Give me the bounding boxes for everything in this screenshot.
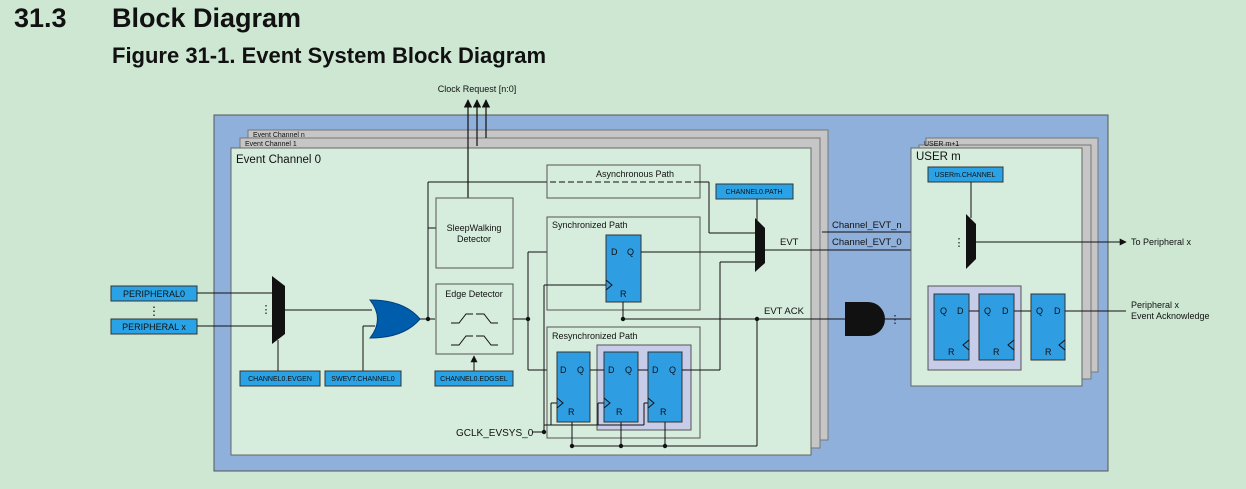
ff-r-label: R [620, 289, 627, 299]
peripheral-ack-label-1: Peripheral x [1131, 300, 1180, 310]
async-path-label: Asynchronous Path [596, 169, 674, 179]
channel0-evgen-box [239, 370, 321, 387]
event-channel-0-label: Event Channel 0 [236, 154, 321, 166]
channel0-edgsel-label: CHANNEL0.EDGSEL [440, 376, 508, 383]
resync-flipflop-2 [603, 351, 639, 423]
clock-triangle-icon [556, 397, 564, 409]
event-channel-n-label: Event Channel n [253, 132, 305, 139]
ff-r-label: R [1045, 347, 1052, 357]
user-m1-label: USER m+1 [924, 141, 959, 148]
junction-dot [541, 429, 547, 435]
junction-dot [569, 443, 575, 449]
peripheral-dots: ⋮ [148, 304, 160, 318]
ff-r-label: R [616, 407, 623, 417]
swevt-channel0-label: SWEVT.CHANNEL0 [331, 376, 395, 383]
user-flipflop-1 [933, 293, 970, 361]
junction-dot [662, 443, 668, 449]
sync-flipflop [605, 234, 642, 303]
channel0-path-label: CHANNEL0.PATH [726, 189, 783, 196]
ff-q-label: Q [577, 365, 584, 375]
ff-d-label: D [1002, 306, 1009, 316]
clock-triangle-icon [647, 397, 655, 409]
ff-q-label: Q [627, 247, 634, 257]
resync-path-label: Resynchronized Path [552, 331, 638, 341]
user-m-label: USER m [916, 151, 961, 163]
section-title: Block Diagram [112, 3, 302, 33]
and-dots: ⋮ [890, 314, 901, 326]
clock-triangle-icon [1058, 339, 1066, 351]
channel-evt-n-label: Channel_EVT_n [832, 220, 902, 231]
peripheralx-label: PERIPHERAL x [122, 322, 186, 332]
section-number: 31.3 [14, 3, 67, 33]
path-mux [755, 218, 765, 272]
peripheral-ack-label-2: Event Acknowledge [1131, 311, 1210, 321]
clock-triangle-icon [962, 339, 970, 351]
edge-detector [435, 283, 514, 355]
mux-dots: ⋮ [261, 304, 272, 316]
event-channel-0-panel [230, 147, 812, 456]
falling-edge-icon [476, 335, 498, 346]
rising-edge-icon [451, 335, 473, 346]
resync-flipflop-1 [556, 351, 591, 423]
swevt-channel0-box [324, 370, 402, 387]
and-gate [845, 302, 885, 336]
figure-title: Figure 31-1. Event System Block Diagram [112, 43, 547, 68]
channel0-evgen-label: CHANNEL0.EVGEN [248, 376, 312, 383]
clock-triangle-icon [605, 279, 613, 291]
user-flipflop-3 [1030, 293, 1066, 361]
user-mux [966, 214, 976, 269]
ff-q-label: Q [984, 306, 991, 316]
to-peripheral-label: To Peripheral x [1131, 237, 1192, 247]
falling-edge-icon [476, 313, 498, 324]
clock-triangle-icon [1007, 339, 1015, 351]
evt-ack-label: EVT ACK [764, 306, 805, 317]
userm-channel-box [927, 166, 1004, 183]
sleepwalking-label-1: SleepWalking [447, 223, 502, 233]
ff-d-label: D [608, 365, 615, 375]
peripheral0-label: PERIPHERAL0 [123, 289, 185, 299]
ff-r-label: R [660, 407, 667, 417]
gclk-label: GCLK_EVSYS_0 [456, 428, 534, 439]
event-channel-1-label: Event Channel 1 [245, 141, 297, 148]
clock-request-label: Clock Request [n:0] [438, 84, 517, 94]
evt-label: EVT [780, 237, 799, 248]
userm-channel-label: USERm.CHANNEL [935, 172, 996, 179]
ff-d-label: D [652, 365, 659, 375]
user-flipflop-2 [978, 293, 1015, 361]
ff-q-label: Q [940, 306, 947, 316]
user-mux-dots: ⋮ [954, 237, 965, 249]
channel-evt-0-label: Channel_EVT_0 [832, 237, 902, 248]
ff-q-label: Q [625, 365, 632, 375]
ff-d-label: D [957, 306, 964, 316]
edge-detector-label: Edge Detector [445, 289, 503, 299]
ff-q-label: Q [669, 365, 676, 375]
ff-r-label: R [568, 407, 575, 417]
channel0-edgsel-box [434, 370, 514, 387]
ff-d-label: D [611, 247, 618, 257]
ff-d-label: D [1054, 306, 1061, 316]
ff-r-label: R [948, 347, 955, 357]
sleepwalking-detector [435, 197, 514, 269]
ff-q-label: Q [1036, 306, 1043, 316]
sync-path-label: Synchronized Path [552, 220, 628, 230]
or-gate [368, 299, 421, 339]
rising-edge-icon [451, 313, 473, 324]
ff-d-label: D [560, 365, 567, 375]
clock-triangle-icon [603, 397, 611, 409]
sleepwalking-label-2: Detector [457, 234, 491, 244]
ff-r-label: R [993, 347, 1000, 357]
evgen-mux [272, 276, 285, 344]
junction-dot [618, 443, 624, 449]
channel0-path-box [715, 183, 794, 200]
